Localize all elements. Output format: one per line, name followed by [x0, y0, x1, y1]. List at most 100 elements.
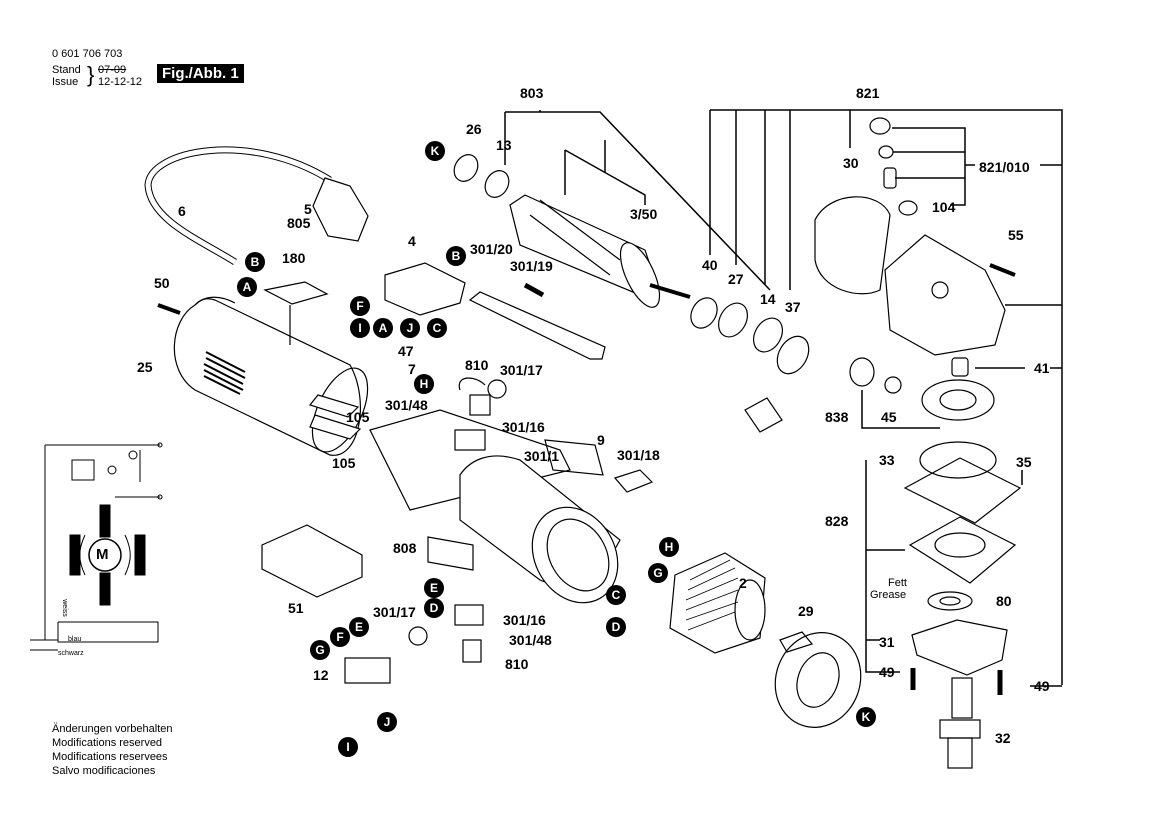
connector-i: I	[350, 318, 370, 338]
connector-a: A	[237, 277, 257, 297]
part-label-104: 104	[932, 199, 956, 215]
figure-label: Fig./Abb. 1	[157, 64, 244, 83]
part-label-301-16-b: 301/16	[503, 612, 546, 628]
part-label-49-b: 49	[1034, 678, 1050, 694]
footer-line-en: Modifications reserved	[52, 737, 163, 749]
suppressor-12	[344, 657, 391, 684]
part-label-805: 805	[287, 215, 311, 231]
part-label-301-17-a: 301/17	[500, 362, 543, 378]
part-label-35: 35	[1016, 454, 1032, 470]
part-label-105-b: 105	[332, 455, 356, 471]
part-label-301-48-a: 301/48	[385, 397, 428, 413]
connector-c: C	[606, 585, 626, 605]
motor-symbol-label: M	[96, 546, 109, 563]
connector-g: G	[310, 640, 330, 660]
part-label-41: 41	[1034, 360, 1050, 376]
part-label-803: 803	[520, 85, 544, 101]
connector-k: K	[425, 141, 445, 161]
part-label-301-20: 301/20	[470, 241, 513, 257]
part-label-810-b: 810	[505, 656, 529, 672]
connector-c: C	[427, 318, 447, 338]
stand-value: 07-09	[98, 64, 127, 76]
issue-value: 12-12-12	[98, 76, 143, 88]
connector-j: J	[400, 318, 420, 338]
part-label-808: 808	[393, 540, 417, 556]
screw-50	[157, 303, 181, 315]
part-label-25: 25	[137, 359, 153, 375]
part-label-51: 51	[288, 600, 304, 616]
connector-b: B	[245, 252, 265, 272]
footer-line-es: Salvo modificaciones	[52, 765, 156, 777]
connector-e: E	[349, 617, 369, 637]
bearing-13	[484, 170, 510, 198]
part-label-6: 6	[178, 203, 186, 219]
wire-weiss-label: weiss	[60, 599, 68, 617]
part-label-26: 26	[466, 121, 482, 137]
connector-a: A	[373, 318, 393, 338]
part-label-810-a: 810	[465, 357, 489, 373]
part-label-30: 30	[843, 155, 859, 171]
switch-housing	[369, 409, 621, 604]
connector-f: F	[330, 627, 350, 647]
footer-line-fr: Modifications reservees	[52, 751, 168, 763]
gear-housing	[884, 234, 1006, 356]
part-label-9: 9	[597, 432, 605, 448]
part-label-301-16-a: 301/16	[502, 419, 545, 435]
wiring-schematic	[30, 442, 163, 651]
guard-30	[814, 196, 891, 295]
part-label-45: 45	[881, 409, 897, 425]
issue-label: Issue	[52, 76, 79, 88]
part-label-2: 2	[739, 575, 747, 591]
part-label-838: 838	[825, 409, 849, 425]
bearing-26	[453, 154, 479, 182]
part-label-180: 180	[282, 250, 306, 266]
connector-f: F	[350, 296, 370, 316]
part-label-29: 29	[798, 603, 814, 619]
connector-h: H	[414, 374, 434, 394]
connector-d: D	[424, 598, 444, 618]
part-label-301-17-b: 301/17	[373, 604, 416, 620]
part-label-5: 5	[304, 201, 312, 217]
connector-g: G	[648, 563, 668, 583]
part-label-821: 821	[856, 85, 880, 101]
part-label-31: 31	[879, 634, 895, 650]
part-label-14: 14	[760, 291, 776, 307]
modifications-note: Änderungen vorbehalten Modifications res…	[52, 722, 172, 778]
part-label-55: 55	[1008, 227, 1024, 243]
part-label-33: 33	[879, 452, 895, 468]
connector-k: K	[856, 707, 876, 727]
part-label-301-1: 301/1	[524, 448, 560, 464]
armature	[509, 194, 691, 308]
grease-note-de: Fett	[888, 577, 907, 589]
part-label-828: 828	[825, 513, 849, 529]
switch-rod	[468, 291, 606, 360]
switch-4	[384, 262, 466, 316]
part-label-12: 12	[313, 667, 329, 683]
label-180	[263, 281, 329, 305]
part-label-301-48-b: 301/48	[509, 632, 552, 648]
part-label-80: 80	[996, 593, 1012, 609]
part-label-27: 27	[728, 271, 744, 287]
connector-e: E	[424, 578, 444, 598]
connector-h: H	[659, 537, 679, 557]
connector-i: I	[338, 737, 358, 757]
brace: }	[87, 62, 95, 87]
part-label-13: 13	[496, 137, 512, 153]
part-label-40: 40	[702, 257, 718, 273]
field-coil	[669, 552, 766, 654]
part-label-301-18: 301/18	[617, 447, 660, 463]
part-label-3-50: 3/50	[630, 206, 658, 222]
part-label-821-010: 821/010	[979, 159, 1030, 175]
grease-note-en: Grease	[870, 589, 907, 601]
doc-number: 0 601 706 703	[52, 48, 123, 60]
connector-j: J	[377, 712, 397, 732]
part-label-50: 50	[154, 275, 170, 291]
part-label-49-a: 49	[879, 664, 895, 680]
part-label-37: 37	[785, 299, 801, 315]
part-label-301-19: 301/19	[510, 258, 553, 274]
air-guide	[774, 632, 862, 728]
motor-housing	[173, 296, 369, 456]
connector-d: D	[606, 617, 626, 637]
